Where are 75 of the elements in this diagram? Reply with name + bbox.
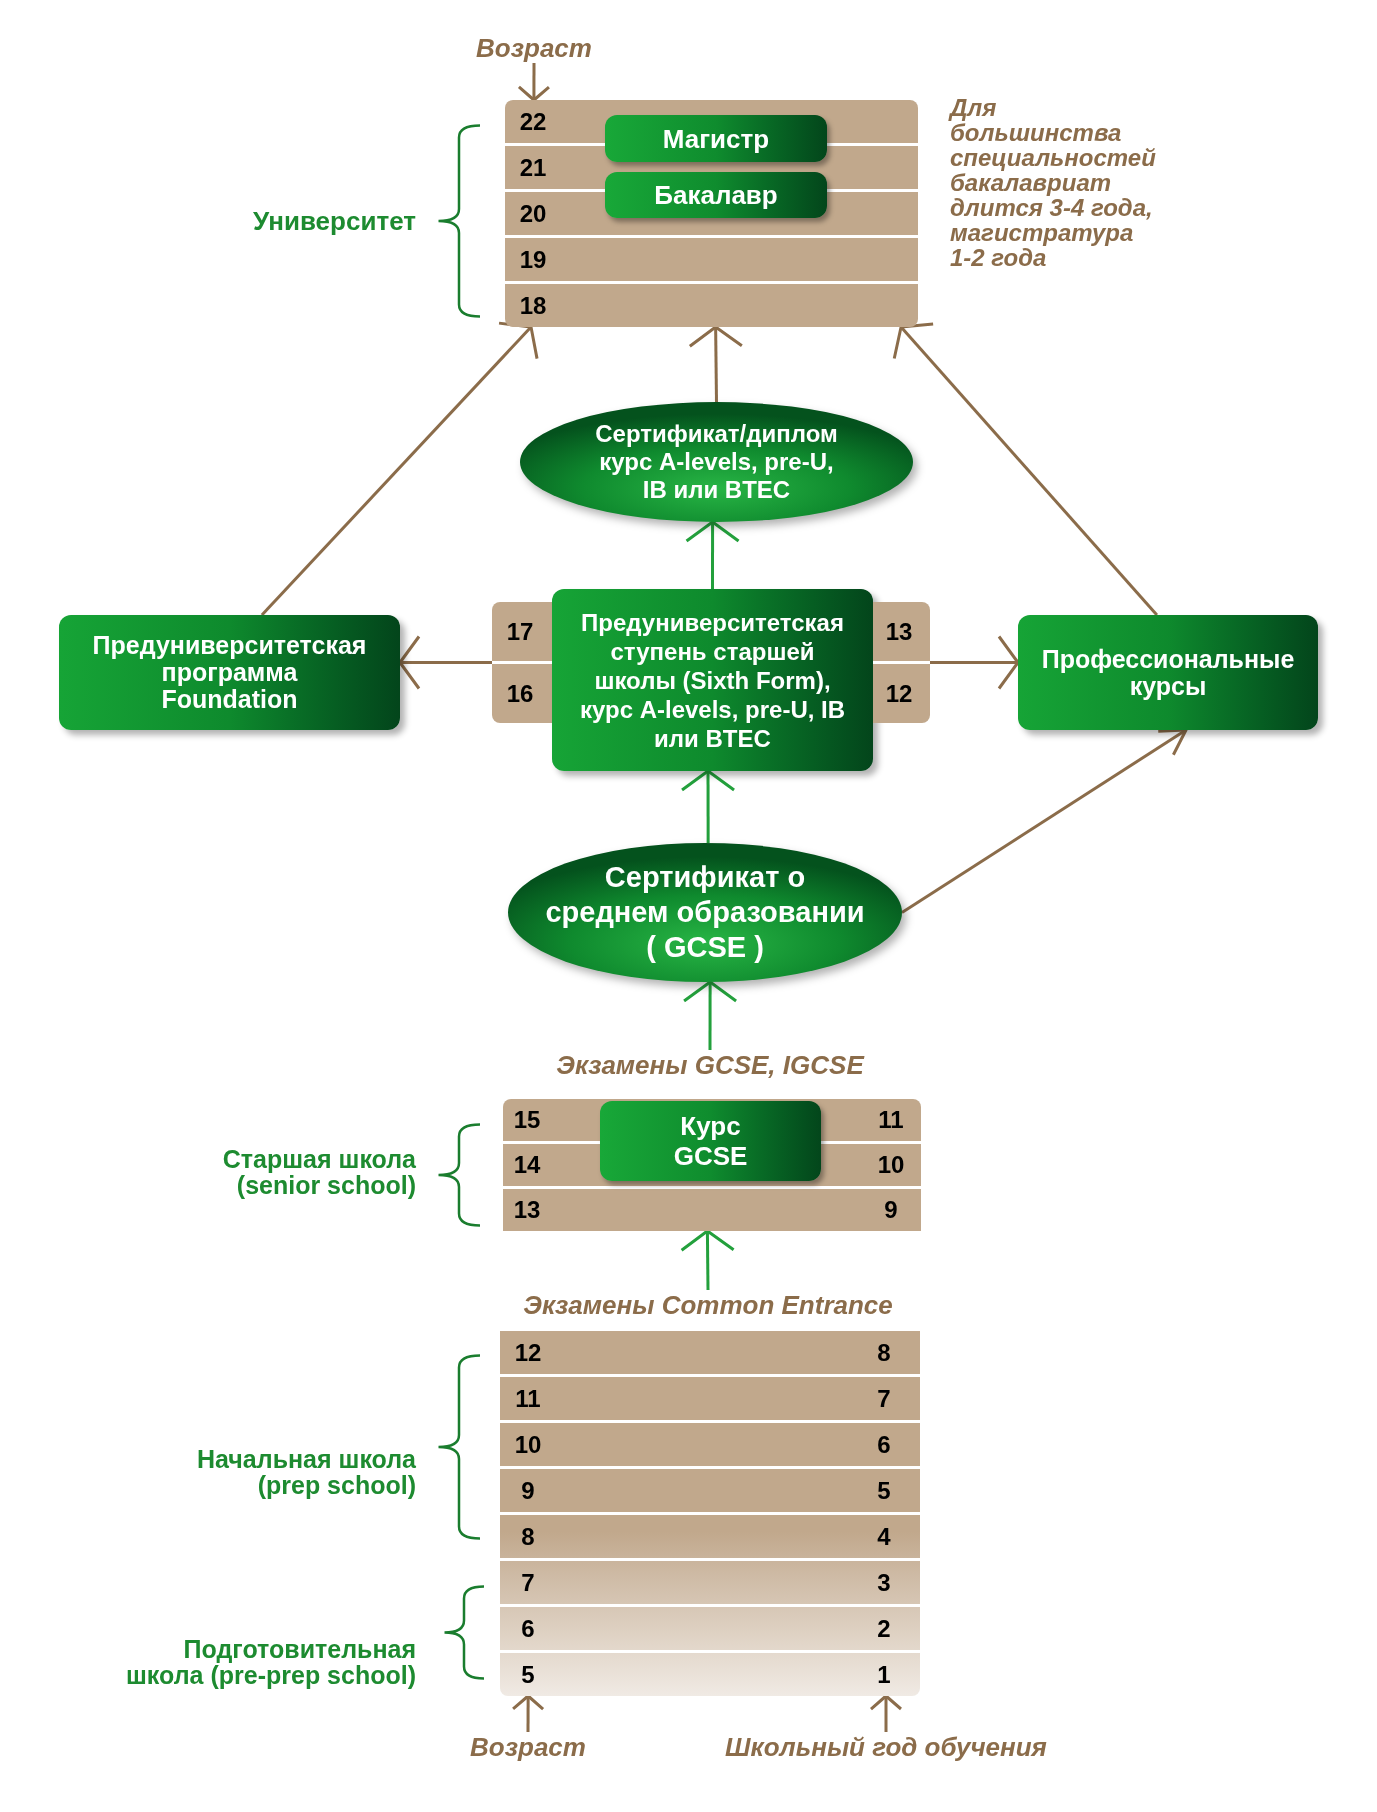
arrow <box>688 325 744 402</box>
school-year-number: 13 <box>884 617 914 646</box>
age-number: 6 <box>520 1614 536 1643</box>
arrow <box>682 980 738 1050</box>
age-number: 19 <box>518 245 548 274</box>
exam-caption: Экзамены Common Entrance <box>523 1290 893 1320</box>
ellipse-label: Сертификат о среднем образовании ( GCSE ) <box>544 860 866 965</box>
age-table <box>500 1331 920 1696</box>
age-number: 8 <box>520 1522 536 1551</box>
school-year-number: 1 <box>876 1660 892 1689</box>
school-year-number: 9 <box>883 1196 899 1224</box>
arrow <box>398 635 492 690</box>
program-box <box>552 589 873 771</box>
stage-label: Подготовительная школа (pre-prep school) <box>125 1636 416 1688</box>
arrow <box>680 769 736 843</box>
school-year-number: 6 <box>876 1430 892 1459</box>
school-year-number: 5 <box>876 1476 892 1505</box>
age-tab <box>492 602 552 723</box>
age-number: 7 <box>520 1568 536 1597</box>
exam-caption: Экзамены GCSE, IGCSE <box>556 1050 864 1080</box>
age-table <box>505 100 918 327</box>
age-number: 9 <box>520 1476 536 1505</box>
program-box <box>59 615 400 730</box>
age-number: 18 <box>518 291 548 320</box>
certificate-ellipse <box>520 402 913 522</box>
arrow <box>901 728 1188 914</box>
age-number: 14 <box>512 1151 542 1179</box>
pill-label: Курс GCSE <box>673 1111 748 1171</box>
pill-label: Бакалавр <box>654 180 778 210</box>
school-year-number: 7 <box>876 1384 892 1413</box>
age-number: 5 <box>520 1660 536 1689</box>
school-year-number: 11 <box>877 1106 905 1134</box>
arrow <box>511 1694 545 1732</box>
school-year-number: 8 <box>876 1338 892 1367</box>
age-number: 15 <box>512 1106 542 1134</box>
age-number: 10 <box>513 1430 543 1459</box>
age-number: 17 <box>505 617 535 646</box>
school-year-tab <box>873 602 930 723</box>
age-number: 22 <box>518 107 548 136</box>
certificate-ellipse <box>508 843 902 982</box>
axis-caption: Возраст <box>476 33 592 63</box>
box-label: Предуниверситетская ступень старшей школы (Sixth Form), курс A-levels, pre-U, IB или BTEC <box>578 607 847 753</box>
age-number: 16 <box>505 679 535 708</box>
age-table <box>503 1099 921 1231</box>
school-year-number: 10 <box>876 1151 906 1179</box>
axis-caption: Возраст <box>470 1732 586 1762</box>
age-number: 20 <box>518 199 548 228</box>
arrow <box>892 322 1159 616</box>
school-year-number: 4 <box>876 1522 892 1551</box>
arrow <box>869 1694 903 1732</box>
stage-label: Университет <box>252 206 416 236</box>
degree-pill <box>605 115 827 162</box>
stage-label: Начальная школа (prep school) <box>196 1446 416 1498</box>
arrow <box>930 635 1020 690</box>
axis-caption: Школьный год обучения <box>725 1732 1047 1762</box>
school-year-number: 3 <box>876 1568 892 1597</box>
stage-label: Старшая школа (senior school) <box>221 1146 416 1198</box>
age-number: 11 <box>514 1384 542 1413</box>
pill-label: Магистр <box>662 123 770 154</box>
note-text: Для большинства специальностей бакалавриат длится 3-4 года, магистратура 1-2 года <box>950 95 1157 270</box>
school-year-number: 12 <box>884 679 914 708</box>
age-number: 12 <box>513 1338 543 1367</box>
course-pill <box>600 1101 821 1181</box>
box-label: Профессиональные курсы <box>1041 645 1295 700</box>
arrow <box>685 520 741 589</box>
ellipse-label: Сертификат/диплом курс A-levels, pre-U, IB или BTEC <box>594 420 839 504</box>
degree-pill <box>605 172 827 218</box>
arrow <box>680 1229 736 1290</box>
age-number: 13 <box>512 1196 542 1224</box>
program-box <box>1018 615 1318 730</box>
arrow <box>517 63 551 102</box>
school-year-number: 2 <box>876 1614 892 1643</box>
arrow <box>260 321 539 617</box>
box-label: Предуниверситетская программа Foundation <box>92 632 367 713</box>
age-number: 21 <box>518 153 548 182</box>
